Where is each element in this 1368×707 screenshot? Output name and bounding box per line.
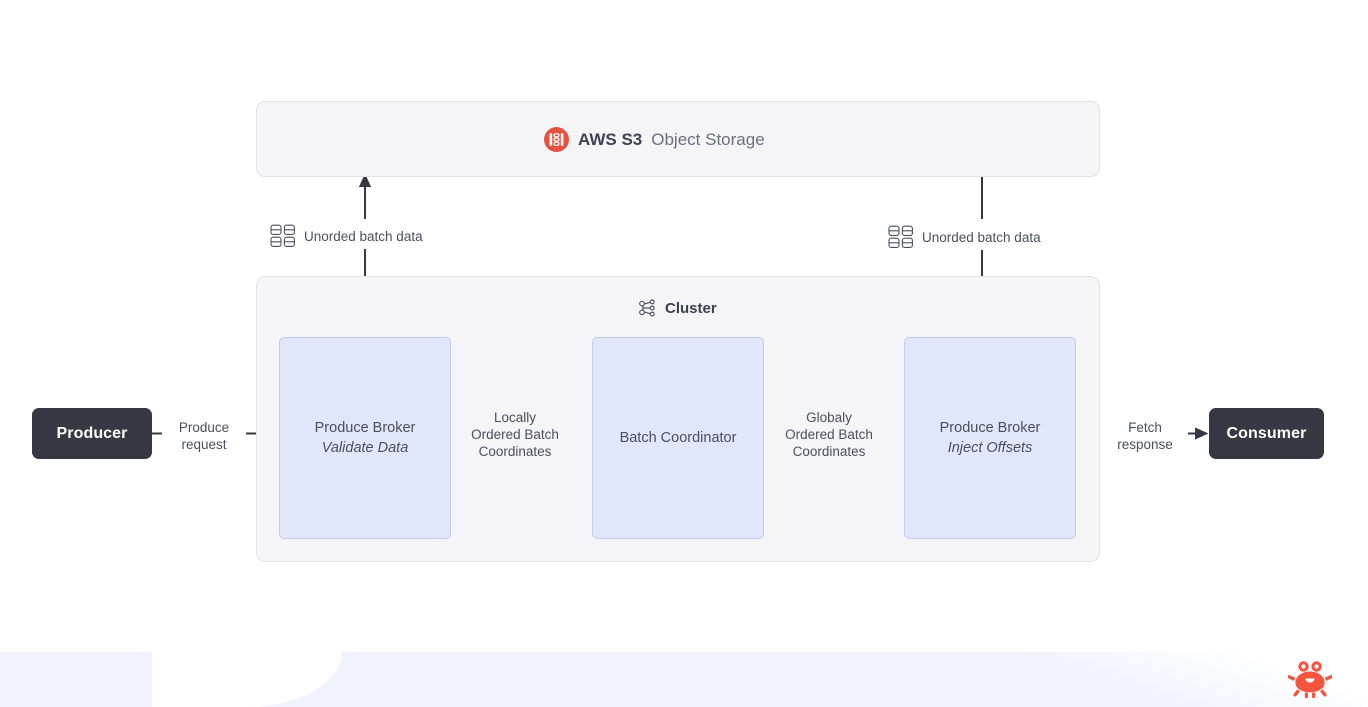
edge-label-line: Locally <box>493 410 537 425</box>
node-subtitle: Validate Data <box>321 440 409 456</box>
cluster-network-icon <box>639 299 655 317</box>
storage-edge-label-right: Unorded batch data <box>888 225 1041 249</box>
edge-label-line: response <box>1117 437 1173 452</box>
producer-node[interactable]: Producer <box>32 408 152 459</box>
edge-label-line: Produce <box>178 420 230 435</box>
edge-label-globaly-ordered: Globaly Ordered Batch Coordinates <box>769 409 889 460</box>
crab-logo <box>1288 661 1332 698</box>
edge-label-line: Fetch <box>1128 420 1162 435</box>
edge-label-line: request <box>181 437 227 452</box>
storage-edge-label-text: Unorded batch data <box>304 228 423 244</box>
consumer-label: Consumer <box>1226 424 1307 442</box>
aws-s3-icon <box>544 127 569 152</box>
node-title: Produce Broker <box>314 420 416 436</box>
cluster-title-label: Cluster <box>665 299 717 317</box>
batch-data-grid-icon <box>270 224 295 247</box>
batch-data-grid-icon <box>888 225 913 248</box>
edge-label-line: Coordinates <box>478 444 552 459</box>
edge-label-fetch-response: Fetch response <box>1104 419 1186 453</box>
aws-s3-title-strong: AWS S3 <box>578 129 643 149</box>
storage-edge-label-left: Unorded batch data <box>270 224 423 248</box>
aws-s3-title: AWS S3 Object Storage <box>544 127 765 152</box>
aws-s3-panel <box>256 101 1100 177</box>
aws-s3-title-light: Object Storage <box>651 129 765 149</box>
edge-label-line: Ordered Batch <box>785 427 873 442</box>
node-produce-broker-inject[interactable]: Produce Broker Inject Offsets <box>904 337 1076 539</box>
edge-label-locally-ordered: Locally Ordered Batch Coordinates <box>455 409 575 460</box>
consumer-node[interactable]: Consumer <box>1209 408 1324 459</box>
node-batch-coordinator[interactable]: Batch Coordinator <box>592 337 764 539</box>
edge-label-line: Ordered Batch <box>471 427 559 442</box>
footer-band <box>0 652 1368 707</box>
edge-label-line: Globaly <box>806 410 852 425</box>
edge-label-produce-request: Produce request <box>163 419 245 453</box>
node-title: Batch Coordinator <box>619 430 737 446</box>
edge-label-line: Coordinates <box>792 444 866 459</box>
node-produce-broker-validate[interactable]: Produce Broker Validate Data <box>279 337 451 539</box>
producer-label: Producer <box>56 424 128 442</box>
storage-edge-label-text: Unorded batch data <box>922 229 1041 245</box>
cluster-title: Cluster <box>638 299 717 317</box>
node-subtitle: Inject Offsets <box>947 440 1033 456</box>
node-title: Produce Broker <box>939 420 1041 436</box>
